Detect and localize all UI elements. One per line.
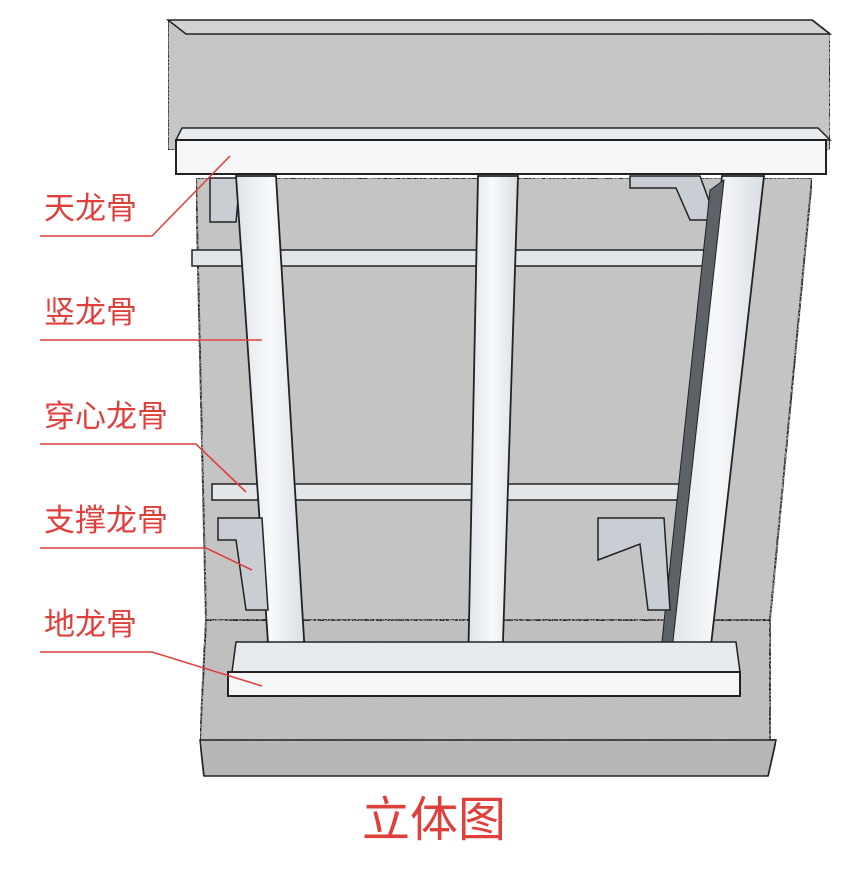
diagram-caption: 立体图 [361,792,506,848]
ceiling-track [174,127,832,175]
label-through-channel: 穿心龙骨 [44,399,168,435]
leader-ceiling-track [40,155,231,237]
leader-floor-track [40,651,263,687]
label-floor-track: 地龙骨 [44,607,137,643]
leader-through-channel [40,443,247,493]
upper-brackets [209,175,718,223]
leader-support-brace [40,547,253,571]
leader-lines [40,155,263,687]
label-vertical-stud: 竖龙骨 [44,295,137,331]
support-braces [217,517,671,611]
vertical-studs [235,175,766,673]
label-support-brace: 支撑龙骨 [44,503,168,539]
label-ceiling-track: 天龙骨 [44,191,137,227]
floor-track [227,641,741,697]
